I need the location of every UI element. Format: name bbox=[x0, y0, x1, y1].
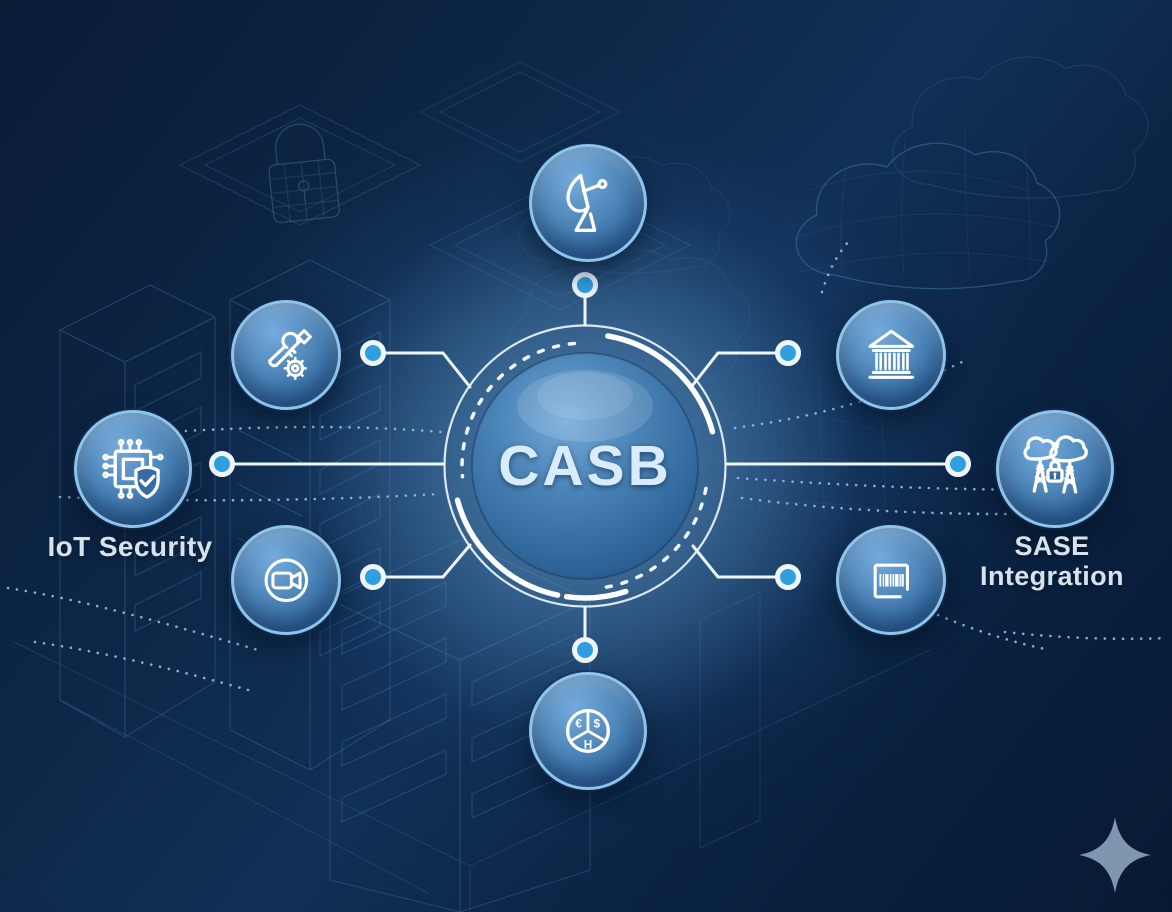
dollar-symbol: $ bbox=[594, 716, 601, 730]
node-satellite-comms bbox=[529, 144, 647, 262]
h-symbol: H bbox=[584, 738, 593, 752]
floor-lines bbox=[13, 641, 931, 910]
spoke-lines bbox=[220, 283, 960, 652]
connector-dots bbox=[209, 272, 971, 663]
server-racks-bottom bbox=[328, 539, 761, 912]
video-camera-icon bbox=[264, 558, 308, 602]
satellite-dish-icon bbox=[566, 173, 608, 233]
casb-badge-rings bbox=[443, 324, 727, 608]
server-rack-tops bbox=[178, 61, 692, 311]
node-iot-security bbox=[74, 410, 192, 528]
sparkle-icon bbox=[1079, 817, 1151, 893]
casb-center-badge: CASB bbox=[435, 316, 735, 616]
wrench-key-gear-icon bbox=[267, 328, 312, 380]
barcode-icon bbox=[873, 563, 909, 599]
euro-symbol: € bbox=[575, 716, 582, 730]
node-barcode-scanning bbox=[836, 525, 946, 635]
bank-building-icon bbox=[868, 329, 914, 379]
node-video-conferencing bbox=[231, 525, 341, 635]
clouds-towers-padlock-icon bbox=[1023, 435, 1088, 494]
wireframe-padlock-icon bbox=[268, 123, 340, 224]
sase-integration-label: SASE Integration bbox=[980, 531, 1124, 592]
node-tools-config bbox=[231, 300, 341, 410]
iot-chip-shield-icon bbox=[102, 439, 164, 499]
node-banking bbox=[836, 300, 946, 410]
node-sase-integration bbox=[996, 410, 1114, 528]
node-currency-exchange: € $ H bbox=[529, 672, 647, 790]
iot-security-label: IoT Security bbox=[47, 531, 213, 562]
currency-exchange-icon: € $ H bbox=[566, 709, 610, 753]
casb-label: CASB bbox=[498, 434, 672, 498]
